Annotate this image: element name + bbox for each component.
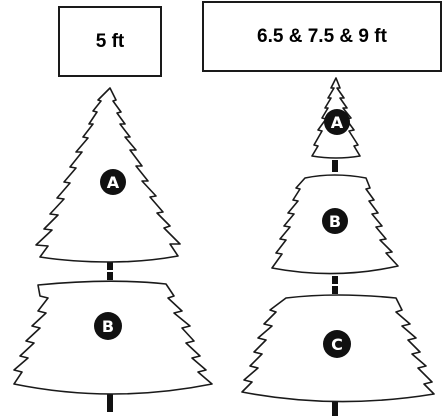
badge-a-right: A xyxy=(324,109,350,135)
pole-segment xyxy=(332,276,338,284)
label-6-7-9ft: 6.5 & 7.5 & 9 ft xyxy=(202,1,442,72)
svg-text:A: A xyxy=(331,113,344,132)
pole-bottom xyxy=(332,400,338,416)
badge-c-right: C xyxy=(323,330,351,358)
svg-text:A: A xyxy=(107,173,120,192)
tree-5ft: A B xyxy=(13,87,213,412)
label-5ft-text: 5 ft xyxy=(95,30,125,52)
pole-segment xyxy=(332,286,338,294)
svg-text:C: C xyxy=(331,335,343,354)
svg-text:B: B xyxy=(329,212,341,231)
tree-6-7-9ft: A B C xyxy=(241,77,435,416)
pole-bottom xyxy=(107,392,113,412)
badge-b-left: B xyxy=(94,312,122,340)
badge-a-left: A xyxy=(100,169,126,195)
pole-segment xyxy=(107,262,113,270)
pole-segment xyxy=(107,272,113,280)
label-5ft: 5 ft xyxy=(58,6,162,77)
label-6-7-9ft-text: 6.5 & 7.5 & 9 ft xyxy=(257,25,387,47)
pole-segment xyxy=(332,160,338,172)
svg-text:B: B xyxy=(102,317,114,336)
badge-b-right: B xyxy=(322,208,348,234)
